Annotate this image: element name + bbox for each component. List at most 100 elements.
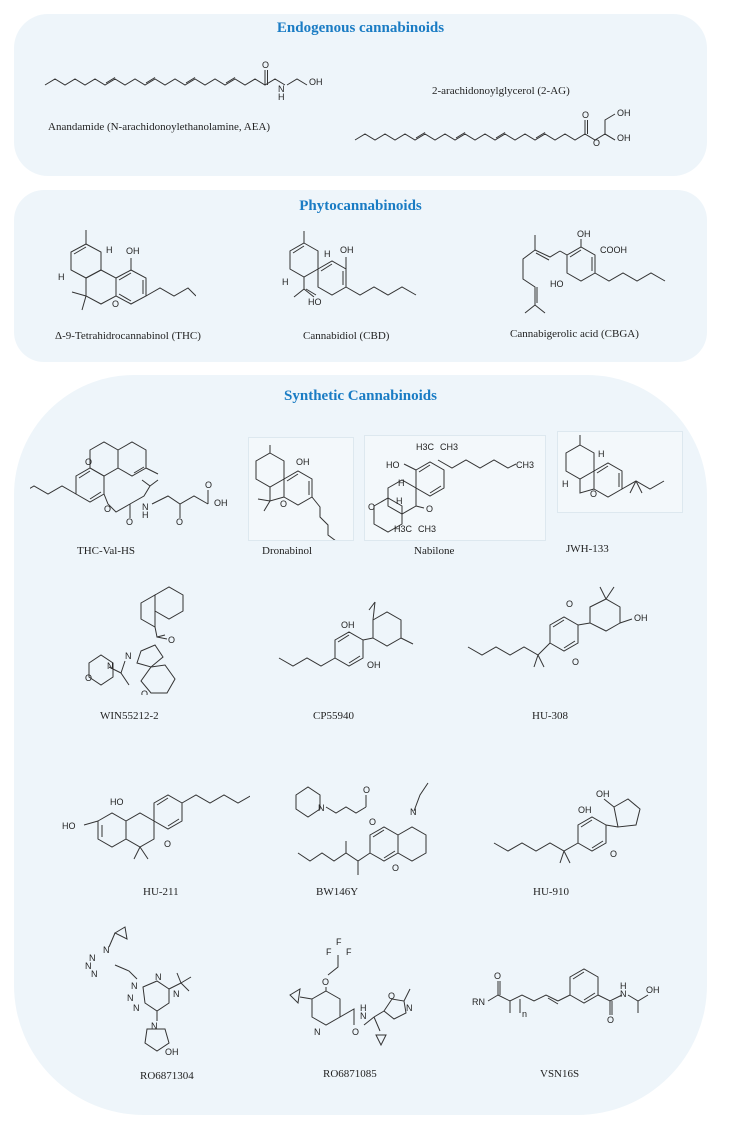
structure-2ag: O O OH OH — [354, 108, 631, 148]
svg-text:N: N — [406, 1003, 413, 1013]
svg-text:O: O — [112, 299, 119, 309]
section-title-synthetic: Synthetic Cannabinoids — [284, 388, 437, 404]
structure-bw146y: N O O N O — [295, 782, 429, 875]
svg-text:O: O — [494, 971, 501, 981]
svg-text:H: H — [58, 272, 65, 282]
svg-text:HO: HO — [110, 797, 124, 807]
svg-text:N: N — [91, 969, 98, 979]
svg-text:N: N — [85, 961, 92, 971]
svg-text:HO: HO — [550, 279, 564, 289]
structure-vsn16s: RN O n O H N OH — [472, 968, 660, 1025]
label-thc-val-hs: THC-Val-HS — [77, 545, 136, 557]
svg-text:OH: OH — [165, 1047, 179, 1055]
svg-text:CH3: CH3 — [418, 524, 436, 534]
label-nabilone: Nabilone — [414, 545, 455, 557]
svg-text:O: O — [582, 110, 589, 120]
label-2ag: 2-arachidonoylglycerol (2-AG) — [432, 85, 570, 97]
label-hu-308: HU-308 — [532, 710, 569, 722]
label-thc: Δ-9-Tetrahidrocannabinol (THC) — [55, 330, 201, 342]
svg-text:O: O — [280, 499, 287, 509]
svg-text:O: O — [369, 817, 376, 827]
structure-hu-308: O O OH — [467, 586, 648, 668]
svg-text:N: N — [173, 989, 180, 999]
svg-text:N: N — [125, 651, 132, 661]
label-win55212-2: WIN55212-2 — [100, 710, 159, 722]
svg-text:OH: OH — [578, 805, 592, 815]
svg-text:O: O — [164, 839, 171, 849]
svg-text:H: H — [278, 92, 285, 102]
endogenous-panel: Endogenous cannabinoids — [14, 14, 707, 176]
svg-text:N: N — [318, 803, 325, 813]
label-jwh-133: JWH-133 — [566, 543, 609, 555]
svg-text:HO: HO — [62, 821, 76, 831]
svg-text:H: H — [398, 478, 405, 488]
svg-text:OH: OH — [617, 133, 631, 143]
structure-nabilone: H3C CH3 CH3 HO O H H O H3C CH3 — [368, 442, 534, 534]
svg-text:OH: OH — [341, 620, 355, 630]
label-cp55940: CP55940 — [313, 710, 354, 722]
svg-text:O: O — [205, 480, 212, 490]
svg-text:O: O — [593, 138, 600, 148]
svg-text:OH: OH — [634, 613, 648, 623]
svg-text:O: O — [126, 517, 133, 525]
svg-text:H: H — [142, 510, 149, 520]
svg-text:OH: OH — [617, 108, 631, 118]
svg-text:CH3: CH3 — [516, 460, 534, 470]
label-ro6871085: RO6871085 — [323, 1068, 377, 1080]
section-title-endogenous: Endogenous cannabinoids — [276, 20, 445, 36]
svg-text:O: O — [141, 689, 148, 695]
structure-ro6871085: F F F O N H N O O N — [289, 937, 413, 1047]
structure-anandamide: O N H OH — [44, 60, 323, 102]
frame-jwh-133 — [557, 431, 683, 513]
label-dronabinol: Dronabinol — [262, 545, 313, 557]
svg-text:H: H — [282, 277, 289, 287]
svg-text:O: O — [352, 1027, 359, 1037]
structure-cp55940: OH OH — [278, 601, 414, 670]
svg-text:O: O — [392, 863, 399, 873]
section-title-phyto: Phytocannabinoids — [299, 198, 422, 214]
structure-ro6871304: N N N N N N N N N N OH — [85, 926, 192, 1055]
structure-cbd: H H OH HO — [282, 231, 417, 307]
svg-text:H: H — [360, 1003, 367, 1013]
svg-text:N: N — [142, 502, 149, 512]
svg-text:HO: HO — [386, 460, 400, 470]
svg-text:O: O — [104, 504, 111, 514]
svg-text:COOH: COOH — [600, 245, 627, 255]
svg-text:O: O — [168, 635, 175, 645]
svg-text:N: N — [103, 945, 110, 955]
svg-text:H: H — [620, 981, 627, 991]
frame-dronabinol — [248, 437, 354, 541]
svg-text:CH3: CH3 — [440, 442, 458, 452]
svg-text:H: H — [562, 479, 569, 489]
svg-text:O: O — [85, 457, 92, 467]
svg-text:O: O — [388, 991, 395, 1001]
svg-text:H: H — [106, 245, 113, 255]
svg-text:OH: OH — [340, 245, 354, 255]
svg-text:N: N — [620, 989, 627, 999]
label-anandamide: Anandamide (N-arachidonoylethanolamine, … — [48, 121, 271, 133]
svg-text:OH: OH — [309, 77, 323, 87]
svg-text:H3C: H3C — [416, 442, 435, 452]
svg-text:O: O — [363, 785, 370, 795]
svg-text:N: N — [133, 1003, 140, 1013]
svg-text:N: N — [155, 972, 162, 982]
svg-text:O: O — [368, 502, 375, 512]
structure-thc-val-hs: O O O N H O O OH — [30, 441, 228, 525]
svg-text:O: O — [426, 504, 433, 514]
phytocannabinoids-panel: Phytocannabinoids — [14, 190, 707, 362]
atom-O: O — [262, 60, 269, 70]
svg-text:N: N — [410, 807, 417, 817]
svg-text:O: O — [176, 517, 183, 525]
svg-text:N: N — [89, 953, 96, 963]
label-hu-910: HU-910 — [533, 886, 570, 898]
svg-text:N: N — [127, 993, 134, 1003]
svg-text:H: H — [396, 496, 403, 506]
svg-text:O: O — [566, 599, 573, 609]
label-ro6871304: RO6871304 — [140, 1070, 194, 1082]
svg-text:F: F — [326, 947, 332, 957]
structure-jwh-133: H H O — [562, 435, 665, 499]
svg-text:OH: OH — [646, 985, 660, 995]
label-cbga: Cannabigerolic acid (CBGA) — [510, 328, 639, 340]
svg-text:HO: HO — [308, 297, 322, 307]
svg-text:O: O — [322, 977, 329, 987]
